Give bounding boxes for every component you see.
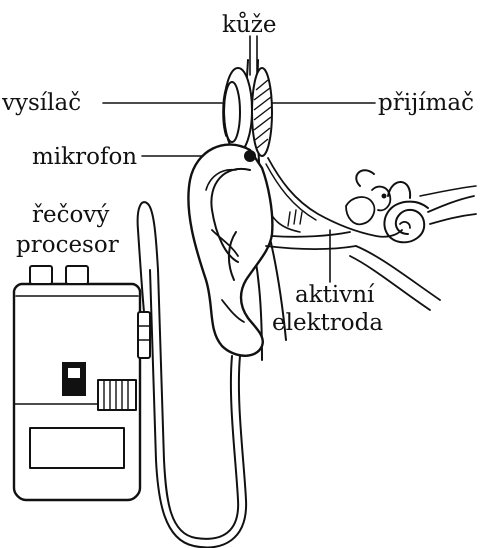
- processor-button-right: [66, 266, 88, 284]
- label-microphone: mikrofon: [32, 144, 137, 170]
- label-transmitter: vysílač: [1, 90, 81, 116]
- label-active-electrode-line2: elektroda: [272, 310, 383, 336]
- ear: [188, 145, 272, 356]
- label-skin: kůže: [222, 11, 276, 38]
- electrode-lead: [266, 158, 402, 237]
- microphone: [244, 150, 256, 162]
- processor-button-left: [30, 266, 52, 284]
- speech-processor: [14, 266, 150, 500]
- label-speech-processor-line1: řečový: [32, 202, 109, 228]
- label-speech-processor-line2: procesor: [16, 232, 119, 258]
- processor-connector: [138, 312, 150, 358]
- processor-switch: [62, 362, 86, 396]
- label-receiver: přijímač: [378, 90, 474, 116]
- label-active-electrode-line1: aktivní: [295, 282, 375, 308]
- receiver: [252, 68, 272, 156]
- transmitter: [223, 68, 252, 152]
